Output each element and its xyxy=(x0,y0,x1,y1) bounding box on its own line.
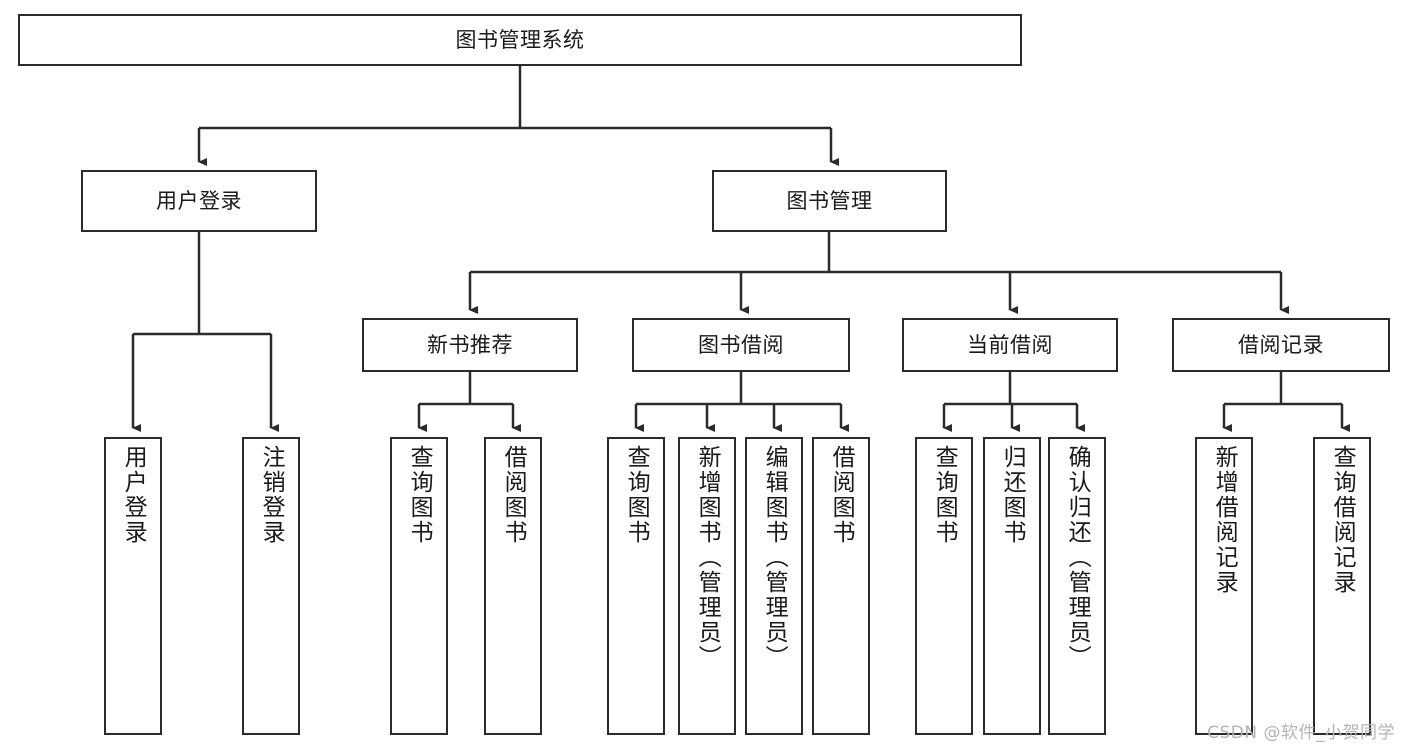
node-label: 借阅记录 xyxy=(1238,332,1324,357)
leaf-node-logout[interactable]: 注销登录 xyxy=(242,437,300,735)
node-label: 查询借阅记录 xyxy=(1329,445,1356,595)
node-label: 注销登录 xyxy=(258,445,285,545)
leaf-node-borrow-book-rec[interactable]: 借阅图书 xyxy=(484,437,542,735)
node-label: 图书借阅 xyxy=(698,332,784,357)
node-label: 借阅图书 xyxy=(500,445,527,545)
node-label: 用户登录 xyxy=(156,188,242,213)
node-label: 借阅图书 xyxy=(828,445,855,545)
node-label: 用户登录 xyxy=(120,445,147,545)
leaf-node-query-book-borrow[interactable]: 查询图书 xyxy=(607,437,665,735)
node-book-manage[interactable]: 图书管理 xyxy=(712,170,947,232)
leaf-node-user-login[interactable]: 用户登录 xyxy=(104,437,162,735)
leaf-node-borrow-book[interactable]: 借阅图书 xyxy=(812,437,870,735)
node-label: 查询图书 xyxy=(406,445,433,545)
leaf-node-return-book[interactable]: 归还图书 xyxy=(983,437,1041,735)
node-new-book-recommend[interactable]: 新书推荐 xyxy=(362,318,578,372)
node-label: 编辑图书（管理员） xyxy=(761,445,788,670)
node-label: 新书推荐 xyxy=(427,332,513,357)
leaf-node-query-book-rec[interactable]: 查询图书 xyxy=(390,437,448,735)
leaf-node-add-borrow-record[interactable]: 新增借阅记录 xyxy=(1195,437,1253,735)
watermark-text: CSDN @软件_小贺同学 xyxy=(1207,723,1395,743)
node-label: 查询图书 xyxy=(623,445,650,545)
node-user-login[interactable]: 用户登录 xyxy=(81,170,317,232)
node-current-borrow[interactable]: 当前借阅 xyxy=(902,318,1118,372)
node-label: 查询图书 xyxy=(931,445,958,545)
node-borrow-record[interactable]: 借阅记录 xyxy=(1172,318,1390,372)
leaf-node-confirm-return-admin[interactable]: 确认归还（管理员） xyxy=(1048,437,1106,735)
node-root-system[interactable]: 图书管理系统 xyxy=(18,14,1022,66)
leaf-node-query-book-current[interactable]: 查询图书 xyxy=(915,437,973,735)
leaf-node-add-book-admin[interactable]: 新增图书（管理员） xyxy=(678,437,736,735)
node-label: 新增借阅记录 xyxy=(1211,445,1238,595)
node-book-borrow[interactable]: 图书借阅 xyxy=(632,318,850,372)
leaf-node-edit-book-admin[interactable]: 编辑图书（管理员） xyxy=(745,437,803,735)
node-label: 新增图书（管理员） xyxy=(694,445,721,670)
node-label: 当前借阅 xyxy=(967,332,1053,357)
leaf-node-query-borrow-record[interactable]: 查询借阅记录 xyxy=(1313,437,1371,735)
node-label: 确认归还（管理员） xyxy=(1064,445,1091,670)
node-label: 图书管理 xyxy=(786,188,873,213)
node-label: 归还图书 xyxy=(999,445,1026,545)
node-label: 图书管理系统 xyxy=(455,27,585,52)
